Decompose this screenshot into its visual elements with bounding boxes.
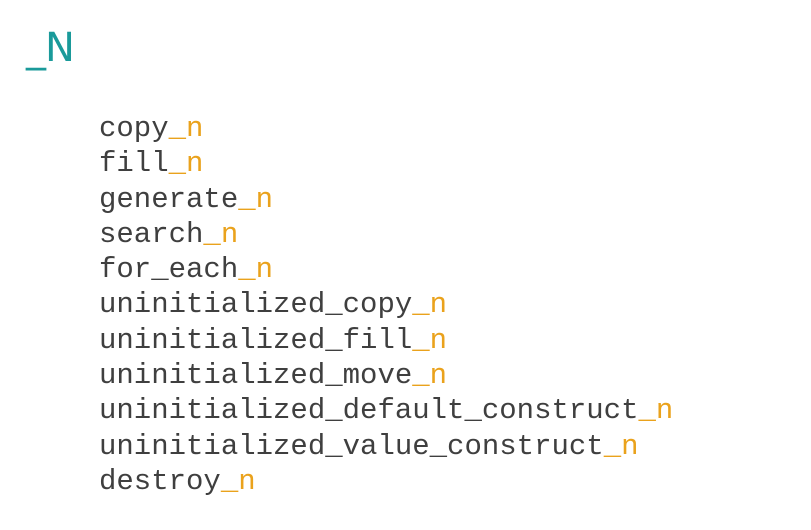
list-item: search_n: [99, 217, 673, 252]
algorithm-name: uninitialized_value_construct: [99, 429, 604, 463]
algorithm-name: fill: [99, 147, 169, 181]
list-item: uninitialized_copy_n: [99, 287, 673, 322]
algorithm-name: uninitialized_fill: [99, 323, 413, 357]
algorithm-suffix: _n: [238, 253, 274, 287]
algorithm-suffix: _n: [168, 112, 204, 145]
algorithm-suffix: _n: [603, 429, 639, 463]
algorithm-suffix: _n: [220, 464, 256, 498]
algorithm-name: uninitialized_copy: [99, 288, 413, 322]
slide-title: _N: [26, 25, 75, 71]
list-item: for_each_n: [99, 252, 673, 287]
algorithm-suffix: _n: [638, 394, 674, 428]
algorithm-name: copy: [99, 112, 169, 145]
algorithm-suffix: _n: [168, 147, 204, 181]
list-item: generate_n: [99, 182, 673, 217]
algorithm-name: for_each: [99, 253, 239, 287]
list-item: fill_n: [99, 146, 673, 181]
algorithm-suffix: _n: [203, 217, 239, 251]
algorithm-name: uninitialized_default_construct: [99, 394, 639, 428]
list-item: uninitialized_move_n: [99, 358, 673, 393]
algorithm-suffix: _n: [412, 323, 448, 357]
algorithm-name: destroy: [99, 464, 221, 498]
list-item: uninitialized_value_construct_n: [99, 429, 673, 464]
algorithm-suffix: _n: [412, 359, 448, 393]
algorithm-suffix: _n: [238, 182, 274, 216]
list-item: copy_n: [99, 111, 673, 146]
algorithm-list: copy_n fill_n generate_n search_n for_ea…: [99, 111, 673, 499]
algorithm-name: generate: [99, 182, 239, 216]
list-item: uninitialized_fill_n: [99, 323, 673, 358]
list-item: destroy_n: [99, 464, 673, 499]
algorithm-suffix: _n: [412, 288, 448, 322]
algorithm-name: uninitialized_move: [99, 359, 413, 393]
list-item: uninitialized_default_construct_n: [99, 393, 673, 428]
algorithm-name: search: [99, 217, 204, 251]
